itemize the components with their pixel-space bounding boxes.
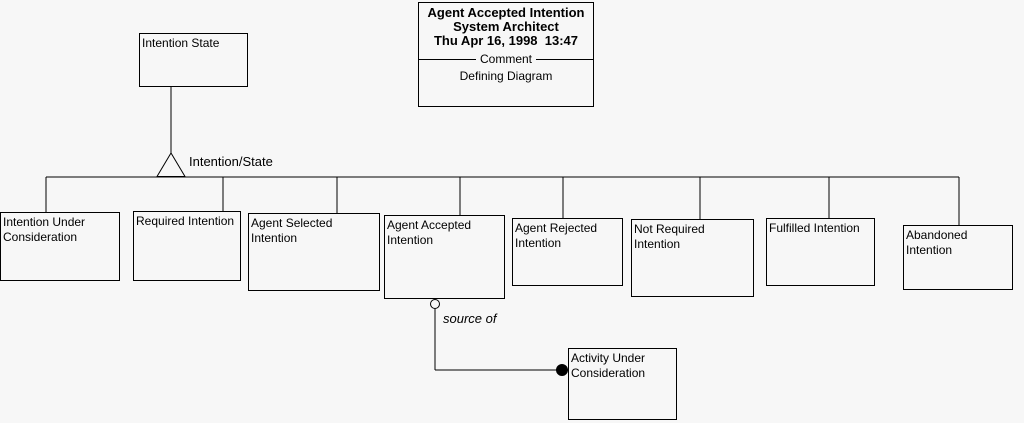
entity-agent-rejected-intention[interactable]: Agent Rejected Intention	[512, 218, 623, 286]
diagram-timestamp: Thu Apr 16, 1998 13:47	[433, 33, 579, 48]
entity-label: Intention Under Consideration	[3, 215, 86, 244]
entity-not-required-intention[interactable]: Not Required Intention	[631, 219, 754, 297]
diagram-comment: Defining Diagram	[459, 69, 553, 83]
subtype-triangle-icon	[156, 152, 186, 177]
entity-label: Agent Accepted Intention	[387, 218, 472, 247]
entity-label: Not Required Intention	[634, 222, 705, 251]
divider-rule-right	[536, 59, 594, 60]
entity-label: Intention State	[142, 36, 220, 50]
entity-label: Fulfilled Intention	[769, 221, 860, 235]
relationship-label[interactable]: source of	[443, 311, 497, 326]
tool-name: System Architect	[453, 19, 559, 34]
hierarchy-label[interactable]: Intention/State	[189, 154, 273, 169]
entity-intention-state[interactable]: Intention State	[139, 33, 248, 87]
diagram-title-block[interactable]: Agent Accepted Intention System Architec…	[418, 2, 594, 107]
entity-required-intention[interactable]: Required Intention	[133, 211, 241, 281]
entity-fulfilled-intention[interactable]: Fulfilled Intention	[766, 218, 875, 286]
entity-activity-under-consideration[interactable]: Activity Under Consideration	[568, 348, 677, 420]
open-circle-connector	[430, 299, 440, 309]
entity-label: Activity Under Consideration	[571, 351, 646, 380]
entity-label: Abandoned Intention	[906, 228, 968, 257]
entity-intention-under-consideration[interactable]: Intention Under Consideration	[0, 212, 120, 281]
entity-agent-accepted-intention[interactable]: Agent Accepted Intention	[384, 215, 505, 299]
comment-divider: Comment	[419, 52, 594, 66]
entity-agent-selected-intention[interactable]: Agent Selected Intention	[248, 213, 380, 291]
diagram-name: Agent Accepted Intention	[427, 5, 585, 20]
entity-abandoned-intention[interactable]: Abandoned Intention	[903, 225, 1013, 290]
entity-label: Agent Rejected Intention	[515, 221, 598, 250]
entity-label: Required Intention	[136, 214, 235, 228]
filled-dot-connector	[556, 364, 568, 376]
divider-rule-left	[419, 59, 476, 60]
entity-label: Agent Selected Intention	[251, 216, 333, 245]
comment-divider-label: Comment	[480, 52, 533, 66]
